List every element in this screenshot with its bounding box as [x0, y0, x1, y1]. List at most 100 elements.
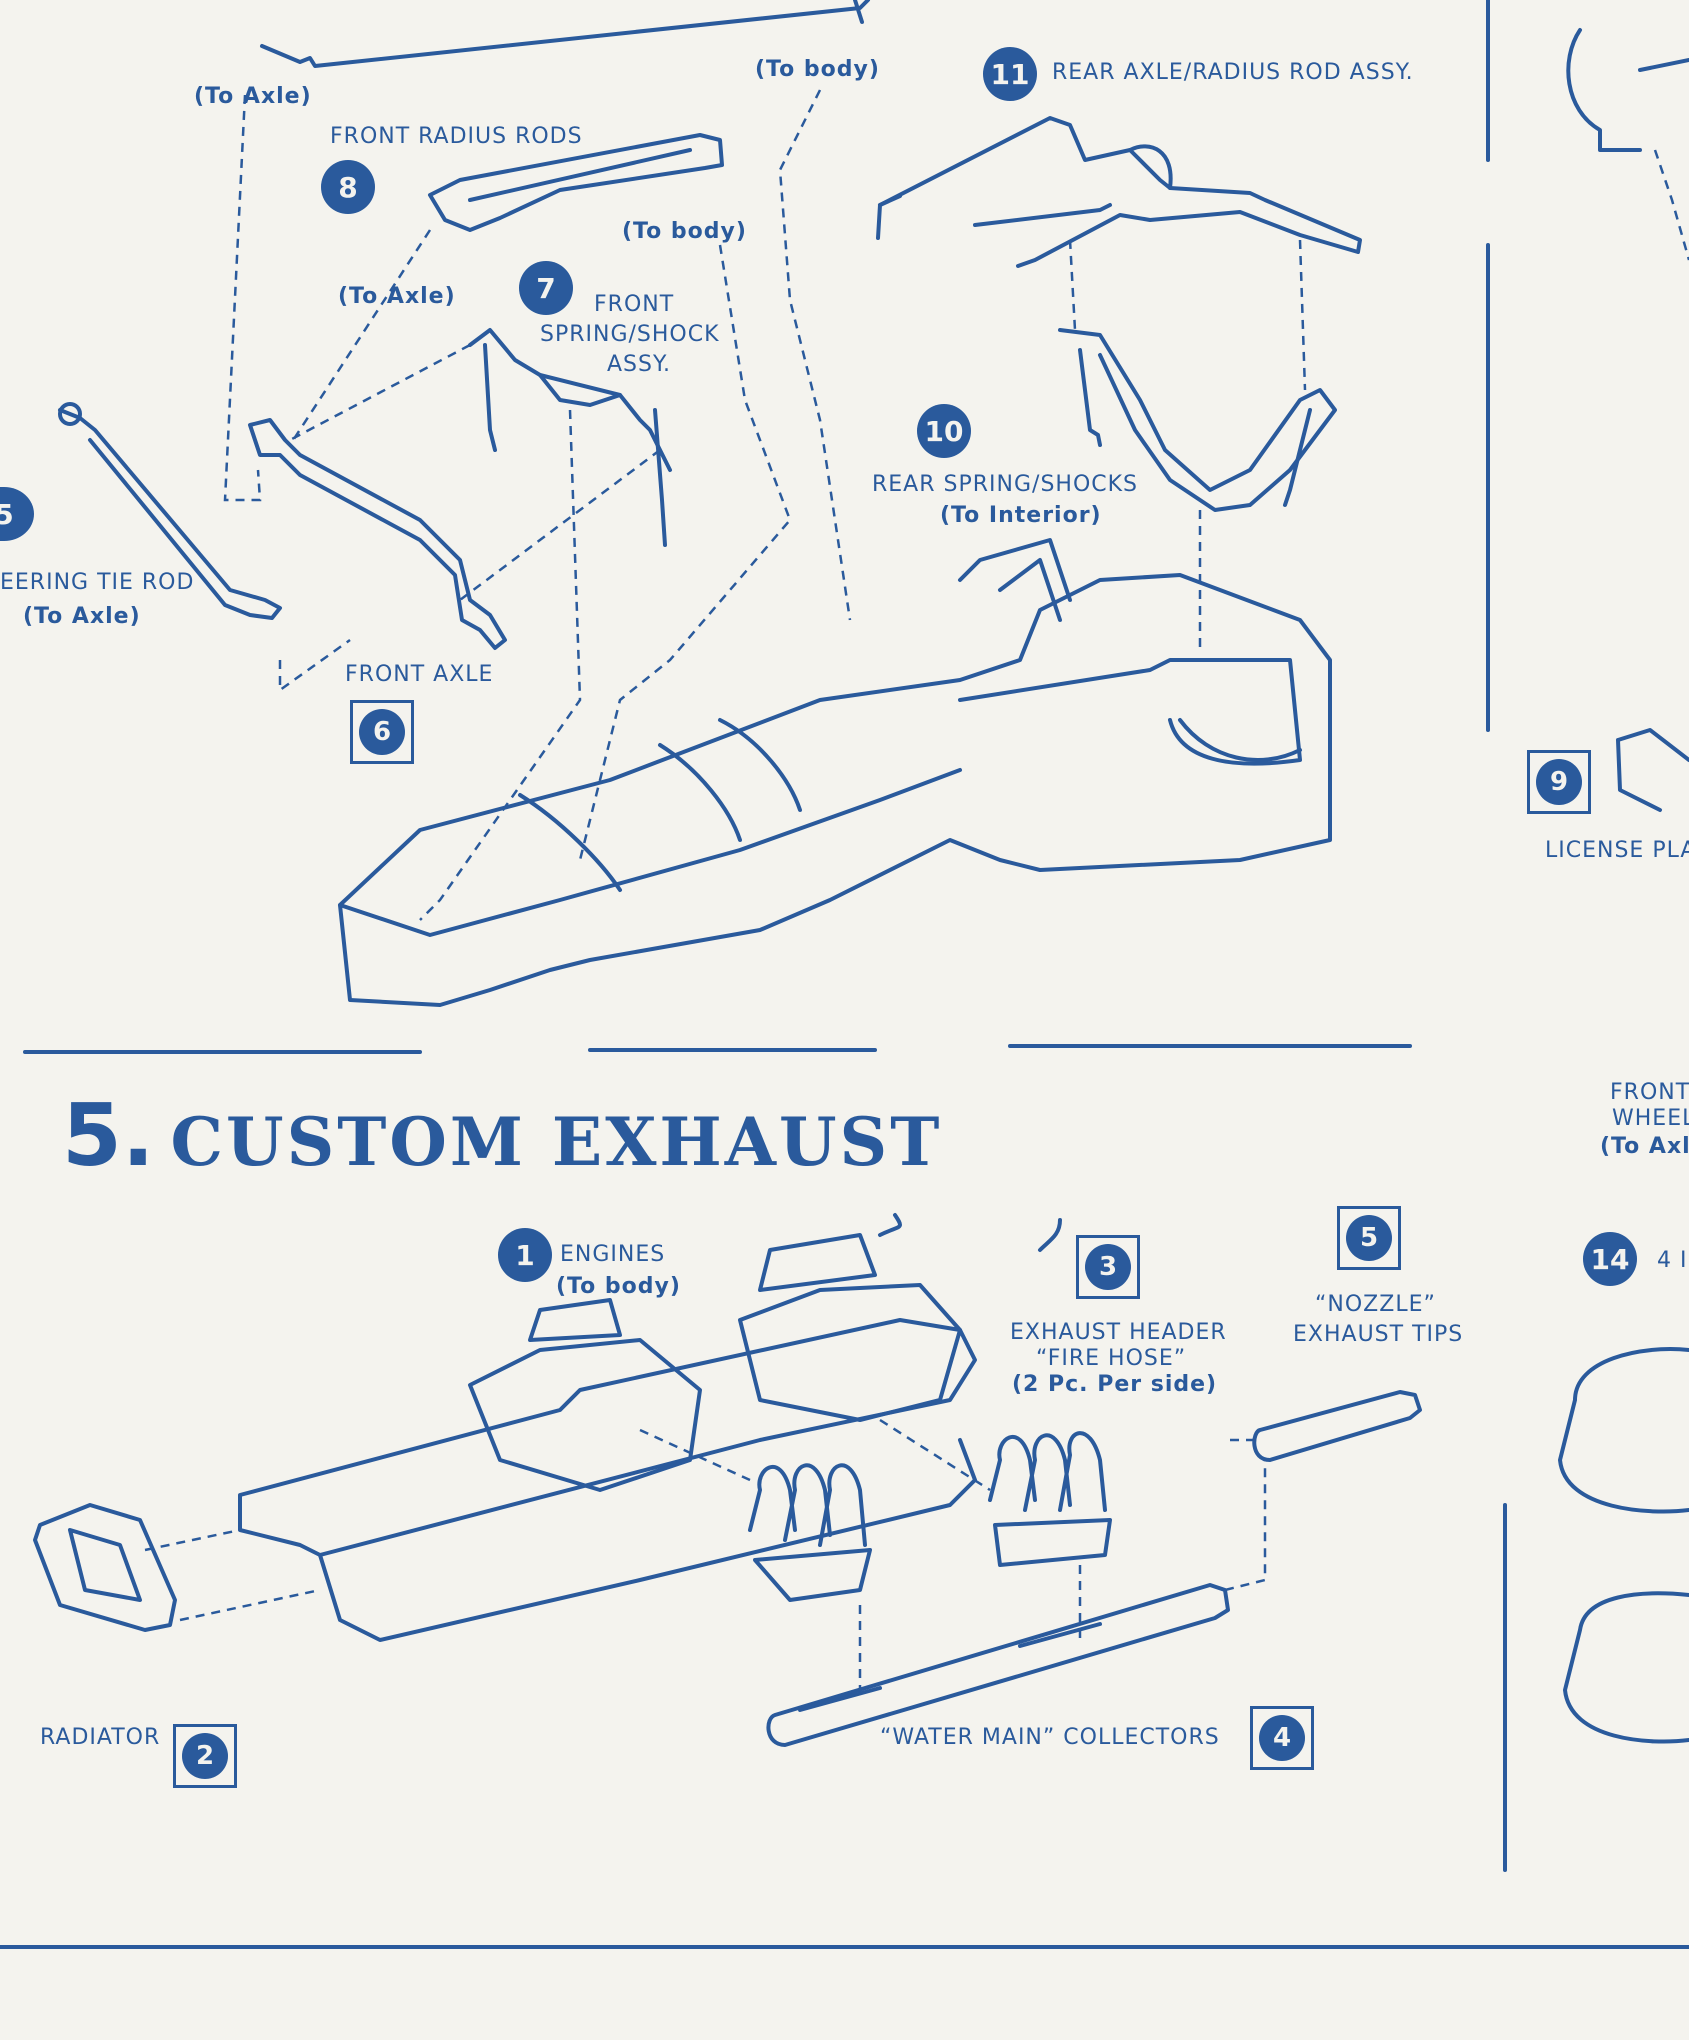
collector-pipe: [766, 1583, 1230, 1747]
body-rollbar: [958, 538, 1072, 622]
rear-radius-rod: [973, 203, 1112, 227]
label-front-wheel-1: FRONT: [1610, 1080, 1689, 1105]
callout-5: 5: [1346, 1215, 1392, 1261]
right-part-plate: [1616, 728, 1689, 812]
chassis-frame-lower: [238, 1318, 977, 1557]
label-to-axle-top: (To Axle): [194, 84, 312, 109]
top-right-rod-stub: [853, 0, 864, 24]
body-cowl: [958, 658, 1302, 766]
callout-4-box: 4: [1250, 1706, 1314, 1770]
guide-radius-to-axle: [288, 229, 432, 446]
rear-leaf-spring: [1058, 328, 1337, 512]
radiator-part: [33, 1503, 177, 1632]
right-dash-guides: [1653, 149, 1689, 261]
label-front-spring-1: FRONT: [594, 292, 675, 317]
tie-rod-end: [58, 402, 82, 426]
body-wheel-arch: [1178, 718, 1302, 762]
label-front-wheel-2: WHEEL: [1612, 1106, 1689, 1131]
guide-nozzle: [1224, 1438, 1267, 1592]
guide-radiator: [144, 1528, 321, 1622]
callout-8: 8: [321, 160, 375, 214]
label-to-axle-left: (To Axle): [23, 604, 141, 629]
front-spring-bands: [538, 373, 622, 407]
chassis-crossmember-1: [518, 793, 622, 892]
header-right: [988, 1431, 1112, 1567]
label-engines-to-body: (To body): [556, 1274, 681, 1299]
blower-rear: [758, 1233, 877, 1292]
header-left: [748, 1463, 872, 1602]
front-leaf-spring: [468, 328, 672, 472]
chassis-crossmember-2: [658, 743, 742, 842]
label-engines: ENGINES: [560, 1242, 666, 1267]
callout-14: 14: [1583, 1232, 1637, 1286]
callout-1: 1: [498, 1228, 552, 1282]
label-front-axle: FRONT AXLE: [345, 662, 494, 687]
label-to-interior: (To Interior): [940, 503, 1102, 528]
guide-radius-to-body: [578, 244, 792, 861]
rear-axle-housing: [1128, 144, 1173, 190]
label-to-axle-mid: (To Axle): [338, 284, 456, 309]
radius-rod-inner: [468, 148, 692, 202]
guide-rear-shock-left: [1068, 239, 1077, 331]
top-steering-rod: [260, 0, 870, 68]
guide-to-axle-top: [223, 94, 262, 502]
callout-5-box: 5: [1337, 1206, 1401, 1270]
front-shock-left: [483, 343, 497, 452]
collector-slot-1: [798, 1686, 882, 1712]
label-header-2: “FIRE HOSE”: [1036, 1346, 1187, 1371]
label-nozzle-1: “NOZZLE”: [1315, 1292, 1436, 1317]
chassis-frame-upper: [338, 573, 1332, 1007]
callout-6: 6: [359, 709, 405, 755]
nozzle-tip: [1252, 1390, 1422, 1462]
label-radiator: RADIATOR: [40, 1725, 161, 1750]
callout-2: 2: [182, 1733, 228, 1779]
section-number: 5.: [62, 1086, 155, 1186]
section-title-text: CUSTOM EXHAUST: [170, 1103, 943, 1181]
callout-3: 3: [1085, 1244, 1131, 1290]
label-nozzle-2: EXHAUST TIPS: [1293, 1322, 1464, 1347]
label-license-plate: LICENSE PLA: [1545, 838, 1689, 863]
engine-rear: [738, 1283, 962, 1422]
callout-2-box: 2: [173, 1724, 237, 1788]
wheel-part-1: [1558, 1347, 1689, 1514]
callout-9: 9: [1536, 759, 1582, 805]
label-item-14: 4 I: [1657, 1248, 1688, 1273]
section-title: 5.CUSTOM EXHAUST: [62, 1086, 942, 1186]
guide-rear-shock-right: [1298, 239, 1307, 391]
front-radius-rods-part: [428, 133, 724, 232]
label-header-1: EXHAUST HEADER: [1010, 1320, 1227, 1345]
guide-header-right: [879, 1418, 991, 1492]
guide-spring-to-axle: [289, 343, 661, 601]
label-front-spring-3: ASSY.: [607, 352, 671, 377]
callout-7: 7: [519, 261, 573, 315]
label-to-body-top: (To body): [755, 57, 880, 82]
label-rear-axle-assy: REAR AXLE/RADIUS ROD ASSY.: [1052, 60, 1414, 85]
callout-3-box: 3: [1076, 1235, 1140, 1299]
label-front-wheel-3: (To Axl: [1600, 1134, 1689, 1159]
callout-10: 10: [917, 404, 971, 458]
guide-axle-to-frame: [419, 409, 582, 921]
front-shock-right: [653, 408, 667, 547]
rear-axle-left-arm: [876, 194, 902, 240]
label-rear-spring: REAR SPRING/SHOCKS: [872, 472, 1139, 497]
chassis-crossmember-3: [718, 718, 802, 812]
label-header-3: (2 Pc. Per side): [1012, 1372, 1218, 1397]
callout-11: 11: [983, 47, 1037, 101]
label-to-body-mid: (To body): [622, 219, 747, 244]
label-steering-tie-rod: EERING TIE ROD: [0, 570, 195, 595]
label-front-radius-rods: FRONT RADIUS RODS: [330, 124, 583, 149]
rear-shock-right: [1283, 408, 1312, 507]
right-part-top: [1566, 28, 1689, 152]
radiator-core: [68, 1528, 142, 1602]
rear-axle-part: [878, 116, 1362, 268]
callout-4: 4: [1259, 1715, 1305, 1761]
guide-header-left: [639, 1428, 751, 1482]
callout-9-box: 9: [1527, 750, 1591, 814]
steering-tie-rod-part: [58, 408, 282, 620]
guide-to-body-top: [778, 89, 852, 621]
chassis-rail: [338, 768, 962, 937]
rear-shock-left: [1078, 348, 1102, 447]
label-front-spring-2: SPRING/SHOCK: [540, 322, 720, 347]
